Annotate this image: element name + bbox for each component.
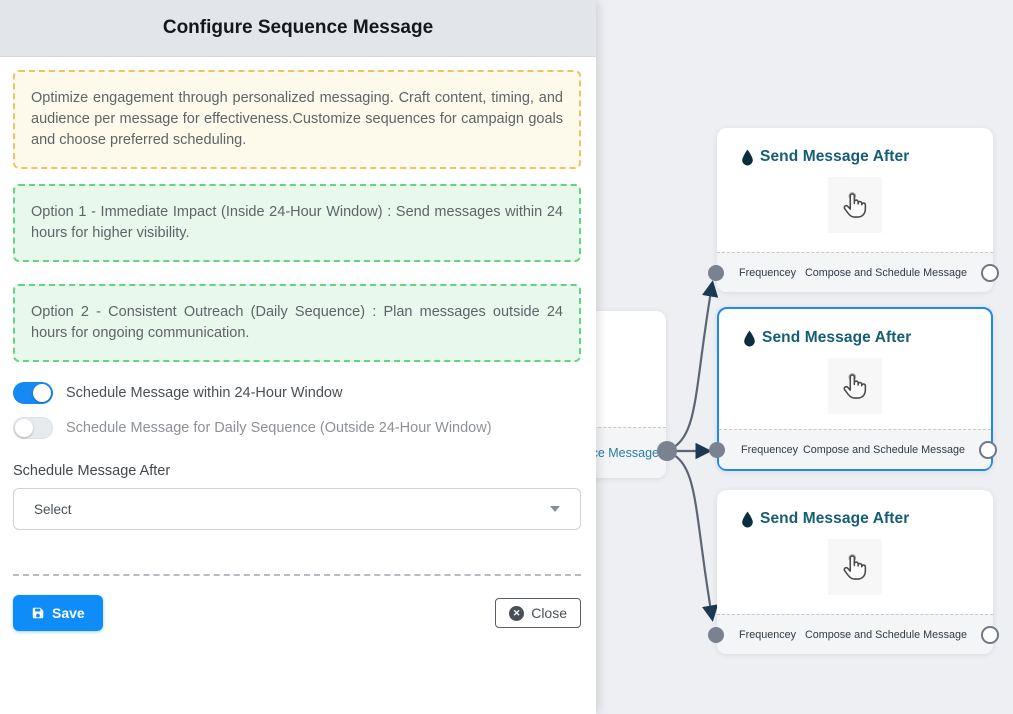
select-value: Select: [34, 501, 72, 517]
toggle-24hour-window[interactable]: [13, 382, 53, 405]
info-note: Optimize engagement through personalized…: [13, 70, 581, 170]
close-button[interactable]: ✕ Close: [495, 598, 581, 629]
hand-pointer-icon[interactable]: [828, 358, 882, 414]
node-footer: Frequencey Compose and Schedule Message: [709, 429, 997, 469]
node-body: [719, 347, 991, 425]
panel-body: Optimize engagement through personalized…: [0, 57, 596, 632]
edge-to-bottom-node: [666, 449, 719, 622]
hand-pointer-icon[interactable]: [828, 539, 882, 595]
configure-sequence-panel: Configure Sequence Message Optimize enga…: [0, 0, 596, 632]
flow-canvas[interactable]: ce Message Send Message After: [596, 0, 1013, 714]
option1-note: Option 1 - Immediate Impact (Inside 24-H…: [13, 184, 581, 263]
schedule-after-select[interactable]: Select: [13, 488, 581, 531]
node-send-message-after-2-selected[interactable]: Send Message After Frequencey Compose an…: [709, 307, 997, 471]
source-node-footer: ce Message: [596, 427, 666, 478]
page-title: Configure Sequence Message: [162, 17, 434, 38]
node-footer: Frequencey Compose and Schedule Message: [708, 252, 999, 292]
toggle-knob: [33, 384, 51, 403]
output-handle[interactable]: [979, 440, 997, 459]
edge-to-top-node: [666, 280, 719, 453]
toggle-knob: [15, 419, 33, 438]
compose-schedule-label[interactable]: Compose and Schedule Message: [804, 266, 967, 279]
node-title: Send Message After: [762, 329, 912, 346]
input-handle[interactable]: [708, 626, 724, 643]
schedule-after-label: Schedule Message After: [13, 463, 171, 480]
input-handle[interactable]: [709, 441, 725, 458]
source-node-partial[interactable]: ce Message: [596, 311, 666, 478]
option2-note: Option 2 - Consistent Outreach (Daily Se…: [13, 284, 581, 363]
node-header: Send Message After: [719, 309, 991, 347]
close-icon: ✕: [509, 605, 525, 621]
compose-schedule-label[interactable]: Compose and Schedule Message: [804, 628, 967, 641]
node-header: Send Message After: [717, 128, 993, 166]
save-button[interactable]: Save: [13, 595, 103, 632]
node-title: Send Message After: [760, 148, 910, 165]
hand-pointer-icon[interactable]: [828, 177, 882, 233]
droplet-icon: [742, 511, 753, 527]
droplet-icon: [742, 149, 753, 165]
node-title: Send Message After: [760, 510, 910, 527]
droplet-icon: [744, 330, 755, 346]
node-footer: Frequencey Compose and Schedule Message: [708, 614, 999, 654]
input-handle[interactable]: [708, 264, 724, 281]
source-node-label: ce Message: [596, 446, 659, 460]
toggle-row-daily: Schedule Message for Daily Sequence (Out…: [13, 417, 581, 440]
save-button-label: Save: [52, 605, 85, 622]
close-button-label: Close: [531, 605, 567, 622]
frequency-label[interactable]: Frequencey: [739, 266, 797, 279]
frequency-label[interactable]: Frequencey: [741, 443, 799, 456]
chevron-down-icon: [550, 506, 560, 513]
output-handle[interactable]: [981, 625, 999, 644]
toggle-daily-sequence[interactable]: [13, 417, 53, 440]
output-handle[interactable]: [981, 263, 999, 282]
frequency-label[interactable]: Frequencey: [739, 628, 797, 641]
compose-schedule-label[interactable]: Compose and Schedule Message: [802, 443, 965, 456]
node-header: Send Message After: [717, 490, 993, 528]
toggle-daily-label: Schedule Message for Daily Sequence (Out…: [66, 420, 492, 437]
toggle-24hour-label: Schedule Message within 24-Hour Window: [66, 385, 343, 402]
node-send-message-after-3[interactable]: Send Message After Frequencey Compose an…: [708, 490, 999, 654]
footer-divider: [13, 574, 581, 577]
source-output-handle[interactable]: [657, 441, 677, 461]
toggle-row-24hour: Schedule Message within 24-Hour Window: [13, 382, 581, 405]
button-row: Save ✕ Close: [13, 595, 581, 632]
save-icon: [32, 607, 44, 619]
node-body: [717, 166, 993, 244]
panel-header: Configure Sequence Message: [0, 0, 596, 57]
node-send-message-after-1[interactable]: Send Message After Frequencey Compose an…: [708, 128, 999, 292]
node-body: [717, 528, 993, 606]
